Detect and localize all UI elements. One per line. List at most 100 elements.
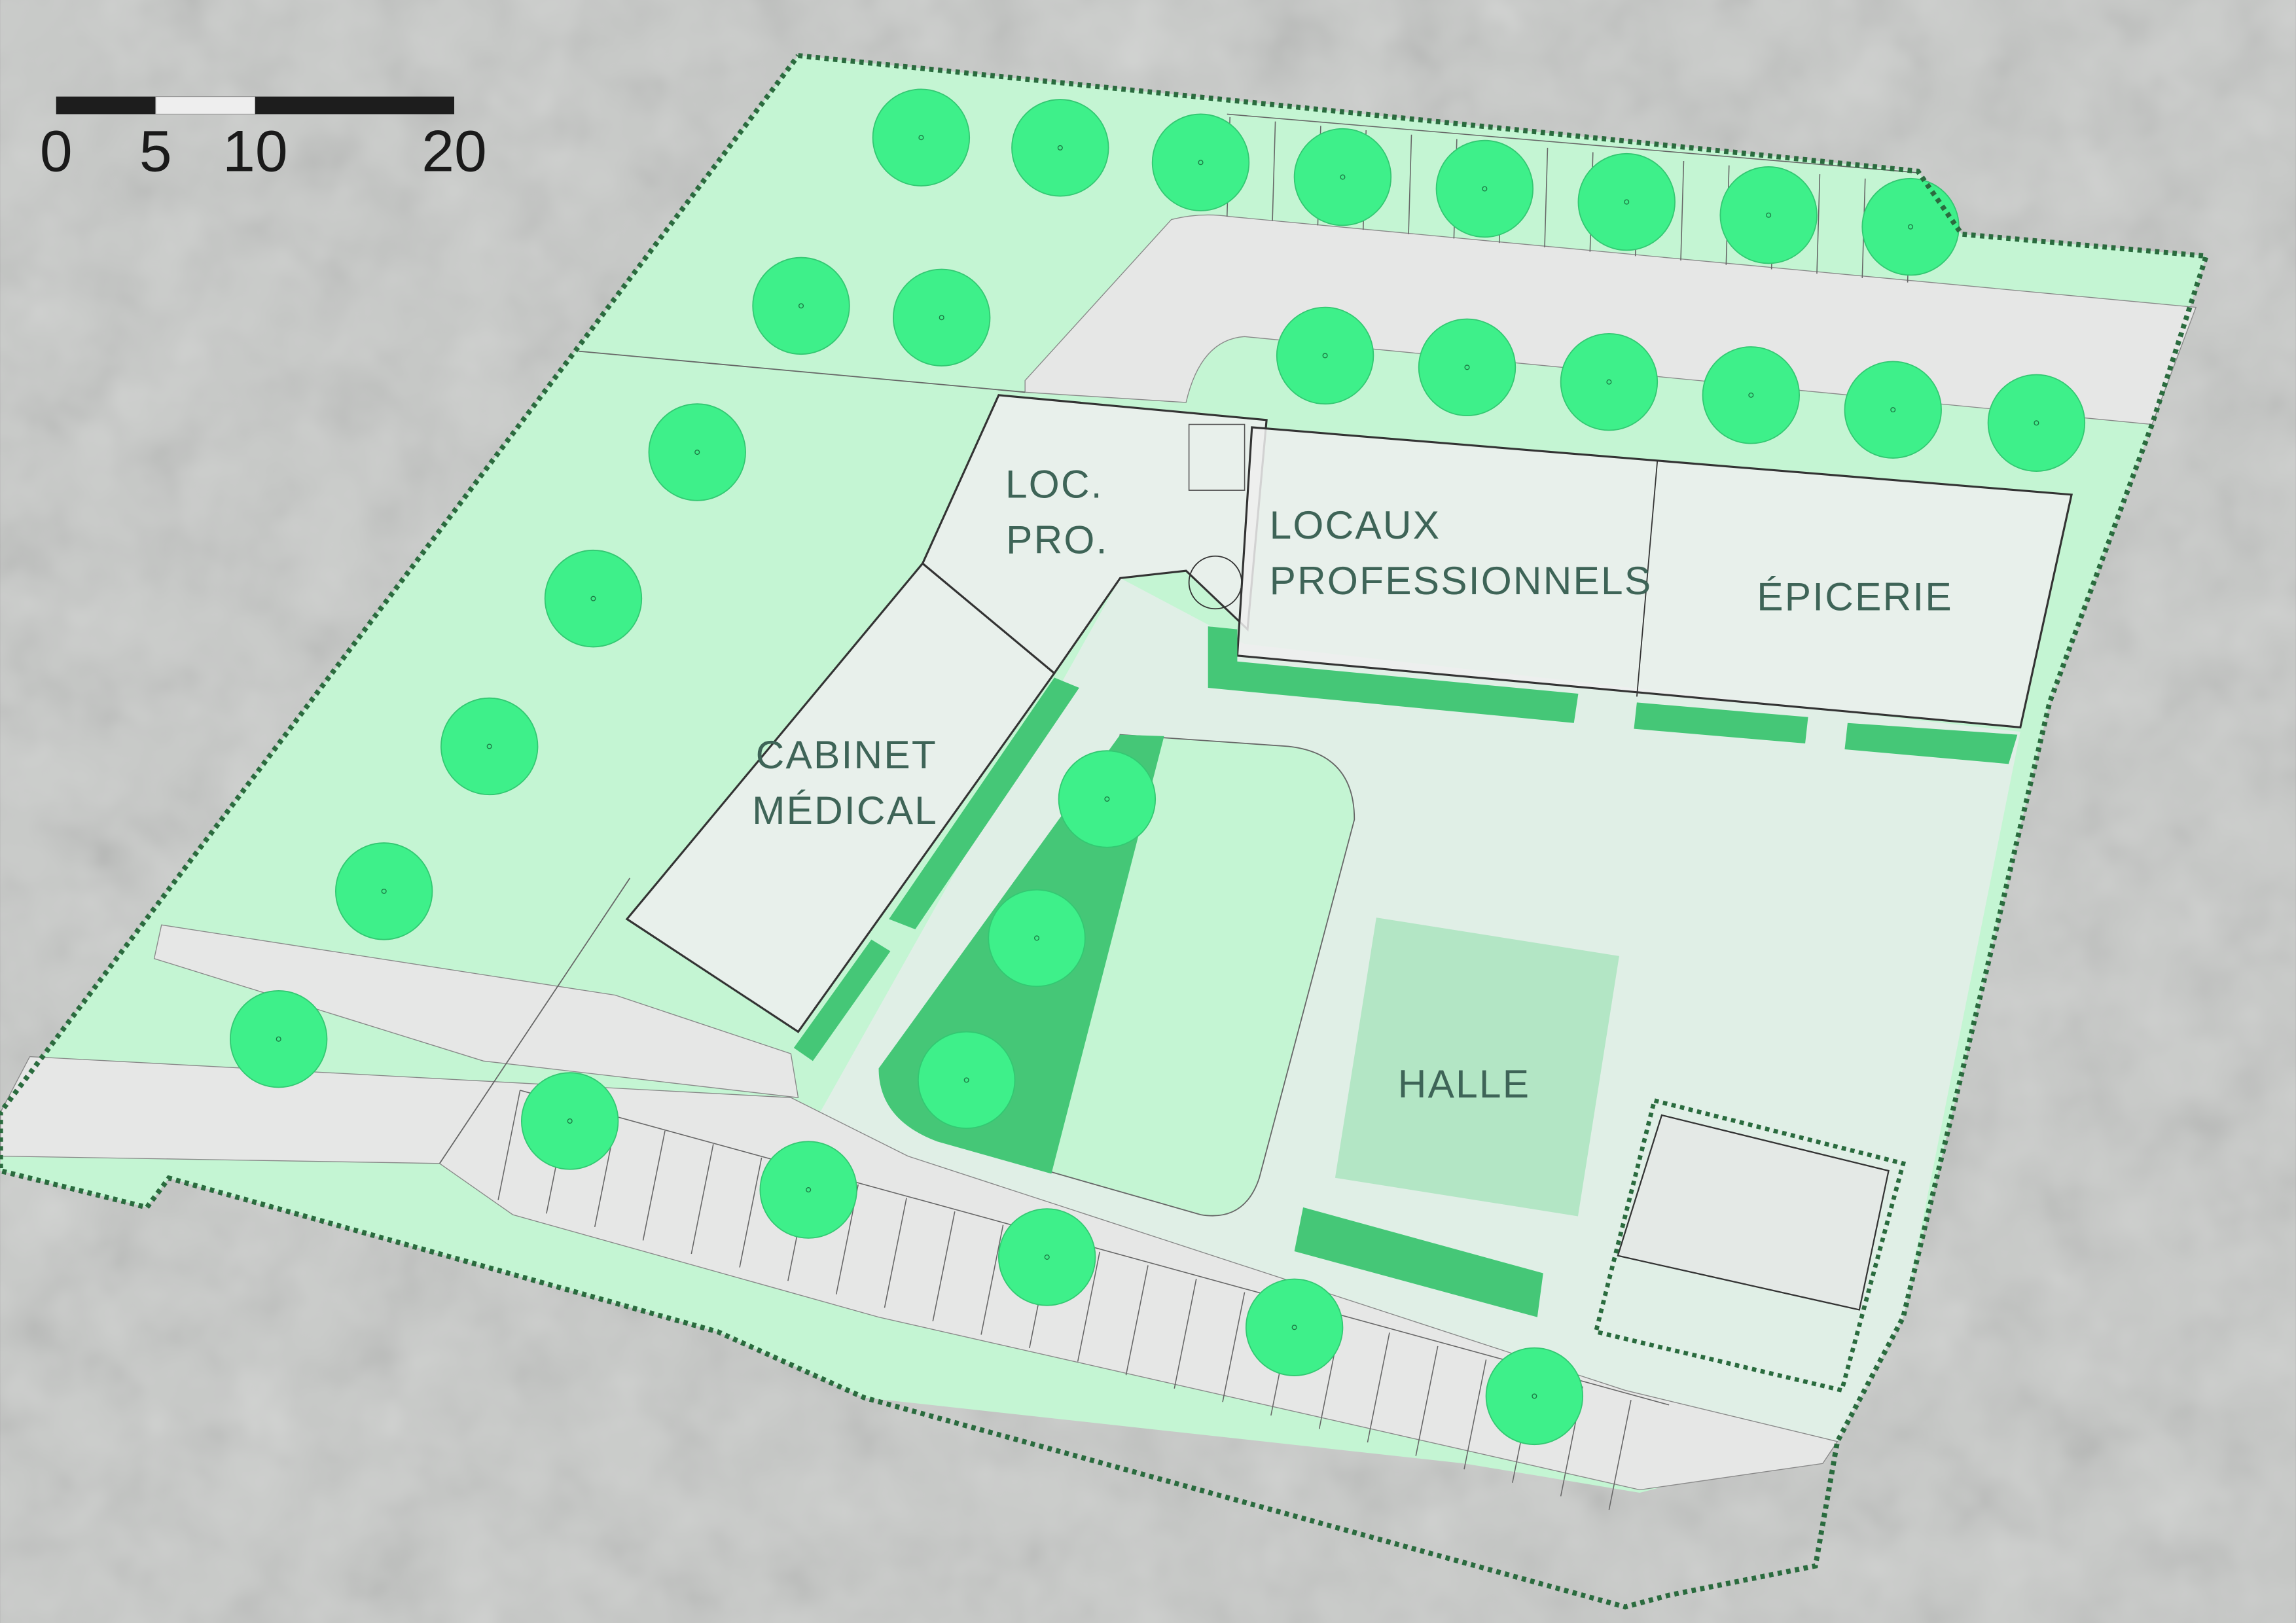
tree-trunk-icon (798, 303, 804, 309)
tree (1485, 1347, 1584, 1446)
tree-canopy-icon (1293, 128, 1392, 226)
tree-canopy-icon (1702, 346, 1801, 444)
tree (1844, 361, 1942, 459)
hedge (793, 939, 891, 1061)
tree-canopy-icon (872, 88, 971, 187)
tree-trunk-icon (276, 1036, 281, 1042)
parking-stall-line (1816, 174, 1821, 274)
annex-boundary (1593, 1097, 1907, 1393)
tree (988, 889, 1086, 988)
tree (229, 990, 328, 1088)
annex-building (1617, 1114, 1890, 1311)
tree-canopy-icon (752, 257, 850, 355)
tree-canopy-icon (440, 697, 539, 796)
tree-canopy-icon (1276, 306, 1374, 405)
path-line (439, 878, 631, 1164)
parking-stall-line (1415, 1346, 1439, 1456)
label-cabinet: CABINET (756, 732, 937, 777)
scale-tick: 5 (139, 118, 172, 184)
building-locaux-professionnels (1236, 426, 2073, 729)
tree-canopy-icon (1485, 1347, 1584, 1446)
tree-trunk-icon (1748, 392, 1754, 398)
tree-canopy-icon (1011, 99, 1109, 197)
tree-canopy-icon (1560, 332, 1659, 431)
parking-stall-line (980, 1224, 1004, 1335)
tree-canopy-icon (759, 1141, 857, 1239)
tree-canopy-icon (892, 268, 991, 366)
stair-icon (1188, 423, 1246, 491)
tree-trunk-icon (918, 135, 924, 141)
tree (752, 257, 850, 355)
tree-trunk-icon (381, 888, 387, 894)
tree (544, 549, 643, 648)
site-boundary (0, 53, 2210, 1610)
path-line (579, 350, 1026, 393)
tree (1719, 166, 1818, 264)
tree-trunk-icon (1198, 160, 1204, 166)
label-epicerie: ÉPICERIE (1757, 575, 1953, 619)
tree (1151, 113, 1250, 211)
tree-canopy-icon (334, 842, 433, 940)
tree (1058, 750, 1157, 848)
parking-stall-line (932, 1211, 956, 1322)
spiral-stair-icon (1188, 555, 1243, 610)
tree (1245, 1278, 1344, 1376)
scale-segment (255, 96, 455, 115)
tree-trunk-icon (1057, 145, 1063, 151)
parking-stall-line (1544, 147, 1549, 247)
label-locaux: LOCAUX (1270, 503, 1441, 547)
tree-trunk-icon (1464, 365, 1470, 370)
tree-canopy-icon (988, 889, 1086, 988)
tree-trunk-icon (486, 743, 492, 749)
scale-segment (56, 96, 156, 115)
tree-trunk-icon (1322, 353, 1328, 359)
parking-stall-line (1174, 1278, 1197, 1389)
tree-trunk-icon (963, 1077, 969, 1083)
tree (440, 697, 539, 796)
tree-canopy-icon (648, 403, 746, 501)
parking-stall-line (1463, 1359, 1487, 1470)
tree (872, 88, 971, 187)
parking-stall-line (1608, 1400, 1632, 1510)
tree-trunk-icon (567, 1118, 573, 1124)
parking-stall-line (1125, 1265, 1149, 1376)
tree (1702, 346, 1801, 444)
halle-footprint (1335, 918, 1619, 1217)
tree-canopy-icon (229, 990, 328, 1088)
footpath-west (153, 924, 799, 1098)
tree-trunk-icon (1624, 199, 1630, 205)
tree-canopy-icon (1719, 166, 1818, 264)
label-loc-pro: LOC. (1005, 461, 1103, 506)
label-medical: MÉDICAL (752, 788, 938, 832)
tree (1861, 177, 1960, 276)
tree-trunk-icon (1606, 379, 1612, 385)
tree-canopy-icon (1987, 374, 2086, 472)
parking-stall-line (1408, 134, 1412, 234)
tree (648, 403, 746, 501)
tree (759, 1141, 857, 1239)
tree (1276, 306, 1374, 405)
tree (892, 268, 991, 366)
hedge (1634, 702, 1808, 744)
tree-canopy-icon (1418, 318, 1516, 416)
tree-trunk-icon (939, 315, 944, 321)
tree (520, 1072, 619, 1170)
tree-trunk-icon (1104, 796, 1110, 802)
tree (1011, 99, 1109, 197)
scale-segment (155, 96, 256, 115)
hedge (1208, 626, 1579, 723)
tree-trunk-icon (2034, 420, 2039, 426)
tree-canopy-icon (998, 1208, 1096, 1306)
trees (229, 88, 2086, 1446)
scale-tick: 10 (223, 118, 287, 184)
parking-stall-line (1272, 121, 1276, 221)
tree-canopy-icon (1245, 1278, 1344, 1376)
tree-canopy-icon (544, 549, 643, 648)
tree-trunk-icon (694, 449, 700, 455)
scale-tick: 20 (422, 118, 486, 184)
tree-trunk-icon (1890, 407, 1896, 413)
tree (918, 1031, 1016, 1130)
tree-canopy-icon (1577, 152, 1676, 251)
label-halle: HALLE (1398, 1061, 1530, 1106)
